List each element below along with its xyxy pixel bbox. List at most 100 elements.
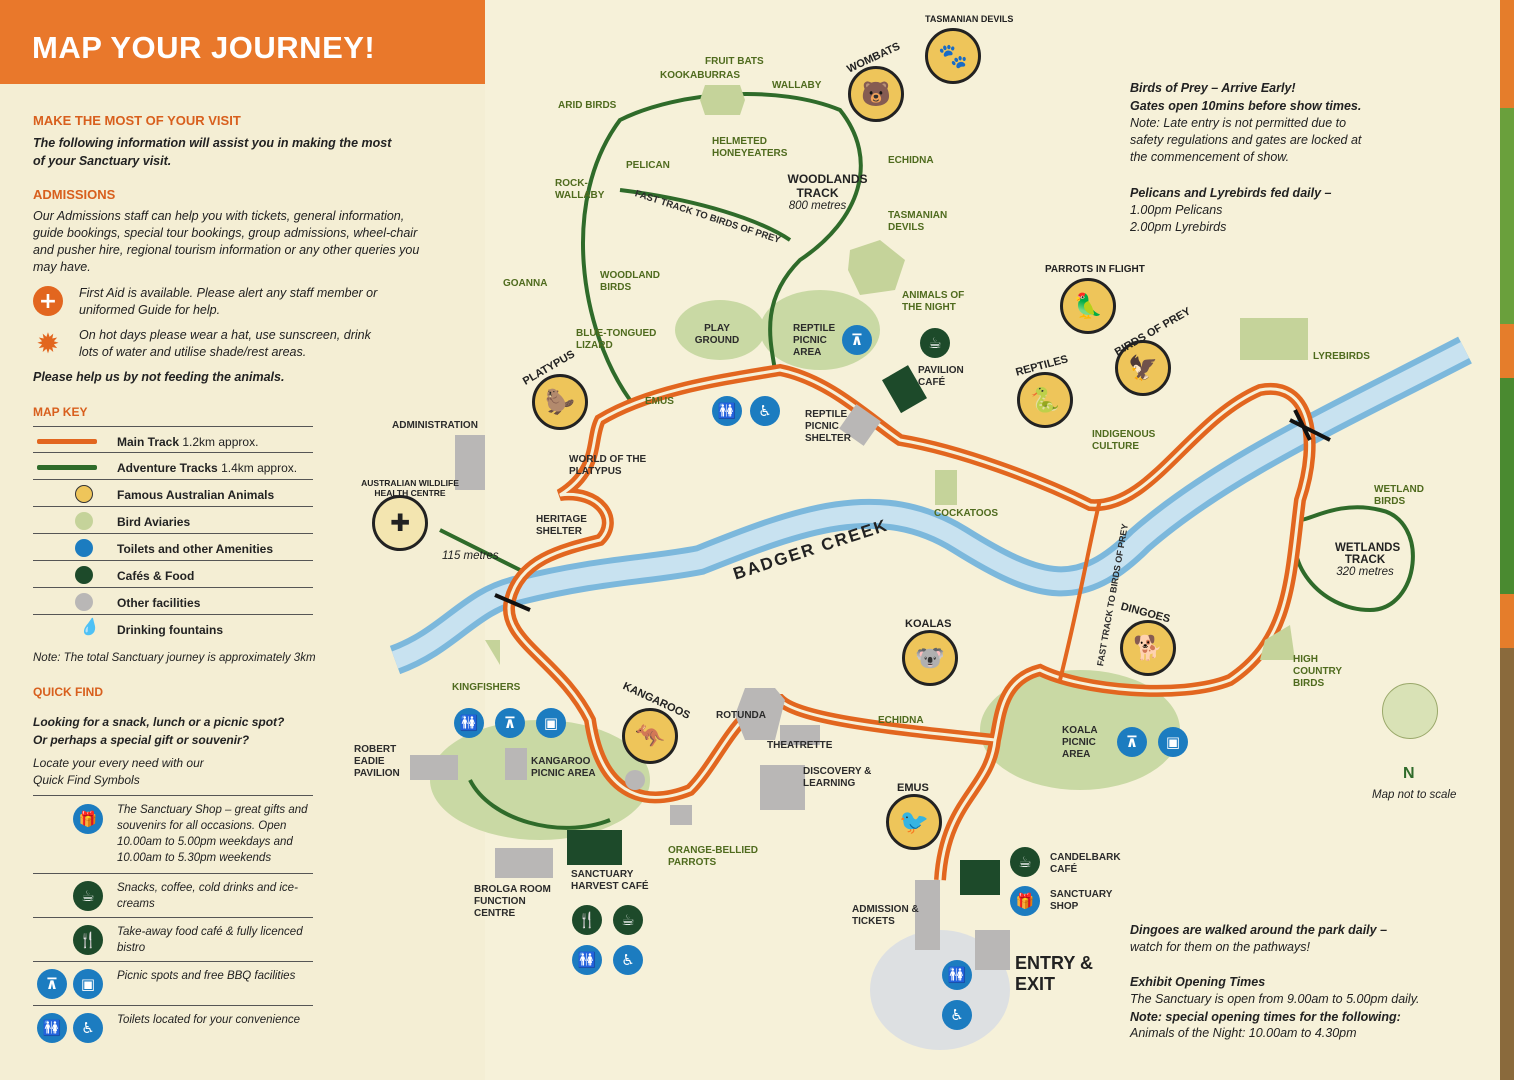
- cafe-buildings: [567, 365, 1000, 895]
- intro-text: The following information will assist yo…: [33, 136, 392, 168]
- brochure-edge-strip: [1500, 0, 1514, 1080]
- map-key-heading: MAP KEY: [33, 405, 88, 419]
- wildlife-track-distance: 115 metres: [442, 550, 499, 562]
- badge-parrots-in-flight[interactable]: 🦜: [1060, 278, 1116, 334]
- picnic-table-icon: ⊼: [37, 969, 67, 999]
- picnic-table-icon: ⊼: [495, 708, 525, 738]
- label-discovery-learning: DISCOVERY & LEARNING: [803, 766, 872, 789]
- key-famous-animals: Famous Australian Animals: [33, 480, 313, 507]
- wheelchair-icon: ♿: [613, 945, 643, 975]
- coffee-cup-icon: ☕: [1010, 847, 1040, 877]
- bbq-icon: ▣: [536, 708, 566, 738]
- badge-koalas[interactable]: 🐨: [902, 630, 958, 686]
- quick-find-picnic: ⊼▣Picnic spots and free BBQ facilities: [33, 961, 313, 1005]
- wheelchair-icon: ♿: [942, 1000, 972, 1030]
- playground-lawn: [675, 300, 765, 360]
- label-rotunda: ROTUNDA: [716, 710, 766, 721]
- label-rock-wallaby: ROCK-WALLABY: [555, 178, 605, 201]
- fork-knife-icon: 🍴: [73, 925, 103, 955]
- admissions-heading: ADMISSIONS: [33, 187, 116, 202]
- gift-shop-icon: 🎁: [1010, 886, 1040, 916]
- label-woodland-birds: WOODLAND BIRDS: [600, 270, 660, 293]
- quick-find-heading: QUICK FIND: [33, 685, 103, 699]
- hours-title: Exhibit Opening Times: [1130, 975, 1266, 989]
- coffee-cup-icon: ☕: [73, 881, 103, 911]
- toilets-icon: 🚻: [454, 708, 484, 738]
- badge-label-parrots-in-flight: PARROTS IN FLIGHT: [1045, 264, 1145, 275]
- wheelchair-icon: ♿: [73, 1013, 103, 1043]
- sanctuary-map: [485, 0, 1500, 1080]
- badge-emus[interactable]: 🐦: [886, 794, 942, 850]
- key-bird-aviaries: Bird Aviaries: [33, 507, 313, 534]
- header-banner: MAP YOUR JOURNEY!: [0, 0, 485, 84]
- bbq-icon: ▣: [1158, 727, 1188, 757]
- label-kangaroo-picnic-area: KANGAROO PICNIC AREA: [531, 756, 596, 779]
- badge-birds-of-prey[interactable]: 🦅: [1115, 340, 1171, 396]
- label-pavilion-cafe: PAVILION CAFÉ: [918, 365, 964, 388]
- badge-platypus[interactable]: 🦫: [532, 374, 588, 430]
- koala-picnic-lawn: [980, 670, 1180, 790]
- badge-wombats[interactable]: 🐻: [848, 66, 904, 122]
- fed-title: Pelicans and Lyrebirds fed daily –: [1130, 186, 1332, 200]
- label-echidna: ECHIDNA: [888, 155, 934, 166]
- dingo-title: Dingoes are walked around the park daily…: [1130, 923, 1388, 937]
- hot-days-text: On hot days please wear a hat, use sunsc…: [79, 328, 371, 359]
- north-label: N: [1403, 765, 1415, 782]
- entry-exit-label: ENTRY & EXIT: [1015, 953, 1094, 994]
- label-sanctuary-harvest-cafe: SANCTUARY HARVEST CAFÉ: [571, 869, 649, 892]
- label-orange-bellied-parrots: ORANGE-BELLIED PARROTS: [668, 845, 758, 868]
- key-adventure-tracks: Adventure Tracks 1.4km approx.: [33, 453, 313, 480]
- quick-find-intro: Locate your every need with our Quick Fi…: [33, 756, 204, 787]
- key-main-track: Main Track 1.2km approx.: [33, 426, 313, 453]
- other-facilities: [410, 404, 1010, 970]
- hours-text: The Sanctuary is open from 9.00am to 5.0…: [1130, 992, 1420, 1006]
- label-koala-picnic-area: KOALA PICNIC AREA: [1062, 725, 1098, 760]
- hours-night: Animals of the Night: 10.00am to 4.30pm: [1130, 1026, 1357, 1040]
- fed-pelicans: 1.00pm Pelicans: [1130, 203, 1223, 217]
- badge-wildlife-health-centre[interactable]: ✚: [372, 495, 428, 551]
- toilets-icon: 🚻: [942, 960, 972, 990]
- label-helmeted-honeyeaters: HELMETED HONEYEATERS: [712, 136, 788, 159]
- picnic-table-icon: ⊼: [1117, 727, 1147, 757]
- badge-kangaroos[interactable]: 🦘: [622, 708, 678, 764]
- quick-find-question: Looking for a snack, lunch or a picnic s…: [33, 715, 285, 747]
- label-kingfishers: KINGFISHERS: [452, 682, 521, 693]
- label-arid-birds: ARID BIRDS: [558, 100, 617, 111]
- label-high-country-birds: HIGH COUNTRY BIRDS: [1293, 654, 1342, 689]
- label-playground: PLAY GROUND: [694, 323, 740, 346]
- key-drinking-fountains: 💧Drinking fountains: [79, 619, 223, 637]
- no-feeding-text: Please help us by not feeding the animal…: [33, 370, 285, 384]
- badge-dingoes[interactable]: 🐕: [1120, 620, 1176, 676]
- label-blue-tongued-lizard: BLUE-TONGUED LIZARD: [576, 328, 657, 351]
- key-other-facilities: Other facilities: [33, 588, 313, 615]
- label-reptile-picnic-shelter: REPTILE PICNIC SHELTER: [805, 409, 851, 444]
- bop-note: Note: Late entry is not permitted due to…: [1130, 116, 1362, 164]
- label-animals-of-the-night: ANIMALS OF THE NIGHT: [902, 290, 965, 313]
- label-robert-eadie-pavilion: ROBERT EADIE PAVILION: [354, 744, 400, 779]
- fork-knife-icon: 🍴: [572, 905, 602, 935]
- toilets-icon: 🚻: [37, 1013, 67, 1043]
- page-title: MAP YOUR JOURNEY!: [32, 30, 376, 65]
- quick-find-shop: 🎁The Sanctuary Shop – great gifts and so…: [33, 795, 313, 873]
- gift-shop-icon: 🎁: [73, 804, 103, 834]
- badge-label-koalas: KOALAS: [905, 618, 952, 630]
- main-track: [502, 363, 1316, 881]
- label-echidna-2: ECHIDNA: [878, 715, 924, 726]
- intro-heading: MAKE THE MOST OF YOUR VISIT: [33, 113, 241, 128]
- label-lyrebirds: LYREBIRDS: [1313, 351, 1370, 362]
- water-drop-icon: 💧: [79, 619, 99, 636]
- badge-tasmanian-devils[interactable]: 🐾: [925, 28, 981, 84]
- bird-aviaries: [485, 85, 1308, 665]
- label-world-of-the-platypus: WORLD OF THE PLATYPUS: [569, 454, 647, 477]
- badge-reptiles[interactable]: 🐍: [1017, 372, 1073, 428]
- wheelchair-icon: ♿: [750, 396, 780, 426]
- label-heritage-shelter: HERITAGE SHELTER: [536, 514, 587, 537]
- label-wallaby: WALLABY: [772, 80, 822, 91]
- label-tasmanian-devils: TASMANIAN DEVILS: [888, 210, 948, 233]
- dingo-text: watch for them on the pathways!: [1130, 940, 1310, 954]
- coffee-cup-icon: ☕: [920, 328, 950, 358]
- key-cafes: Cafés & Food: [33, 561, 313, 588]
